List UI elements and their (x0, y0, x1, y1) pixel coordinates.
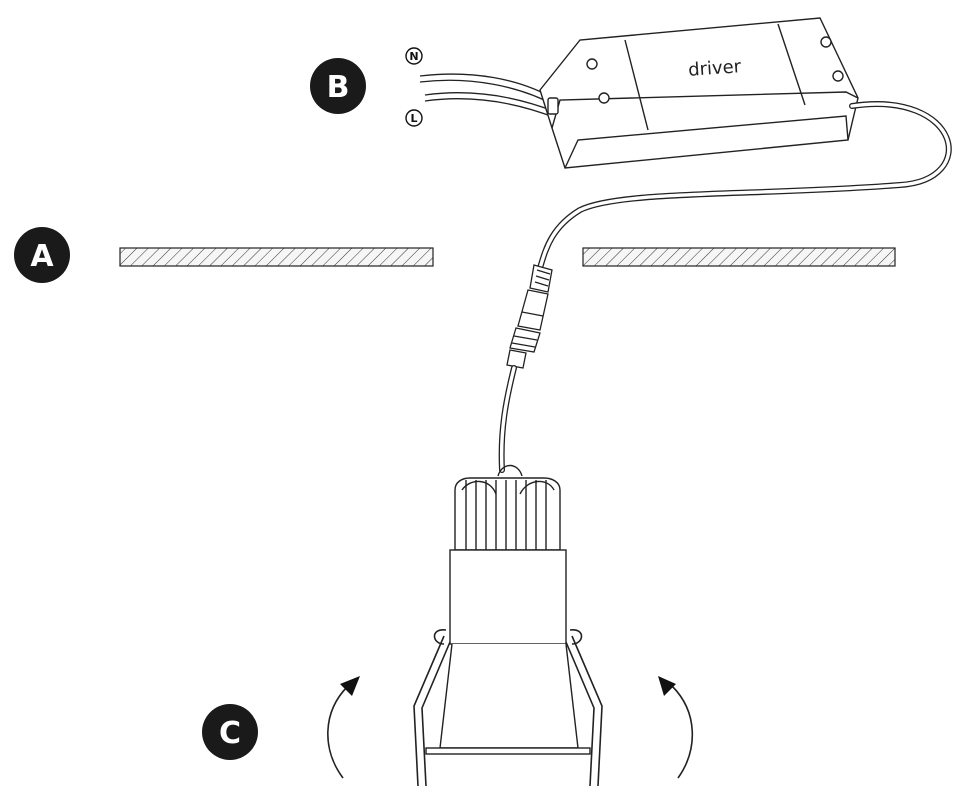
downlight-body (425, 549, 591, 755)
live-label: L (410, 112, 417, 125)
driver-label: driver (687, 56, 742, 81)
driver-unit: driver (539, 17, 859, 169)
neutral-label: N (409, 50, 418, 63)
step-a-badge: A (14, 227, 70, 283)
ceiling-panel-left (119, 247, 434, 267)
step-c-badge: C (202, 704, 258, 760)
mains-wires (419, 73, 557, 119)
rotate-arrow-right (658, 676, 694, 779)
inline-connector (506, 264, 553, 369)
live-terminal: L (405, 109, 423, 127)
spring-clip-right (565, 629, 603, 787)
step-b-badge: B (310, 58, 366, 114)
rotate-arrow-left (327, 676, 360, 779)
step-a-label: A (30, 239, 54, 274)
neutral-terminal: N (405, 47, 423, 65)
downlight-heatsink (454, 464, 561, 551)
step-c-label: C (219, 716, 241, 751)
ceiling-panel-right (582, 247, 896, 267)
step-b-label: B (327, 70, 350, 105)
spring-clip-left (413, 629, 451, 787)
